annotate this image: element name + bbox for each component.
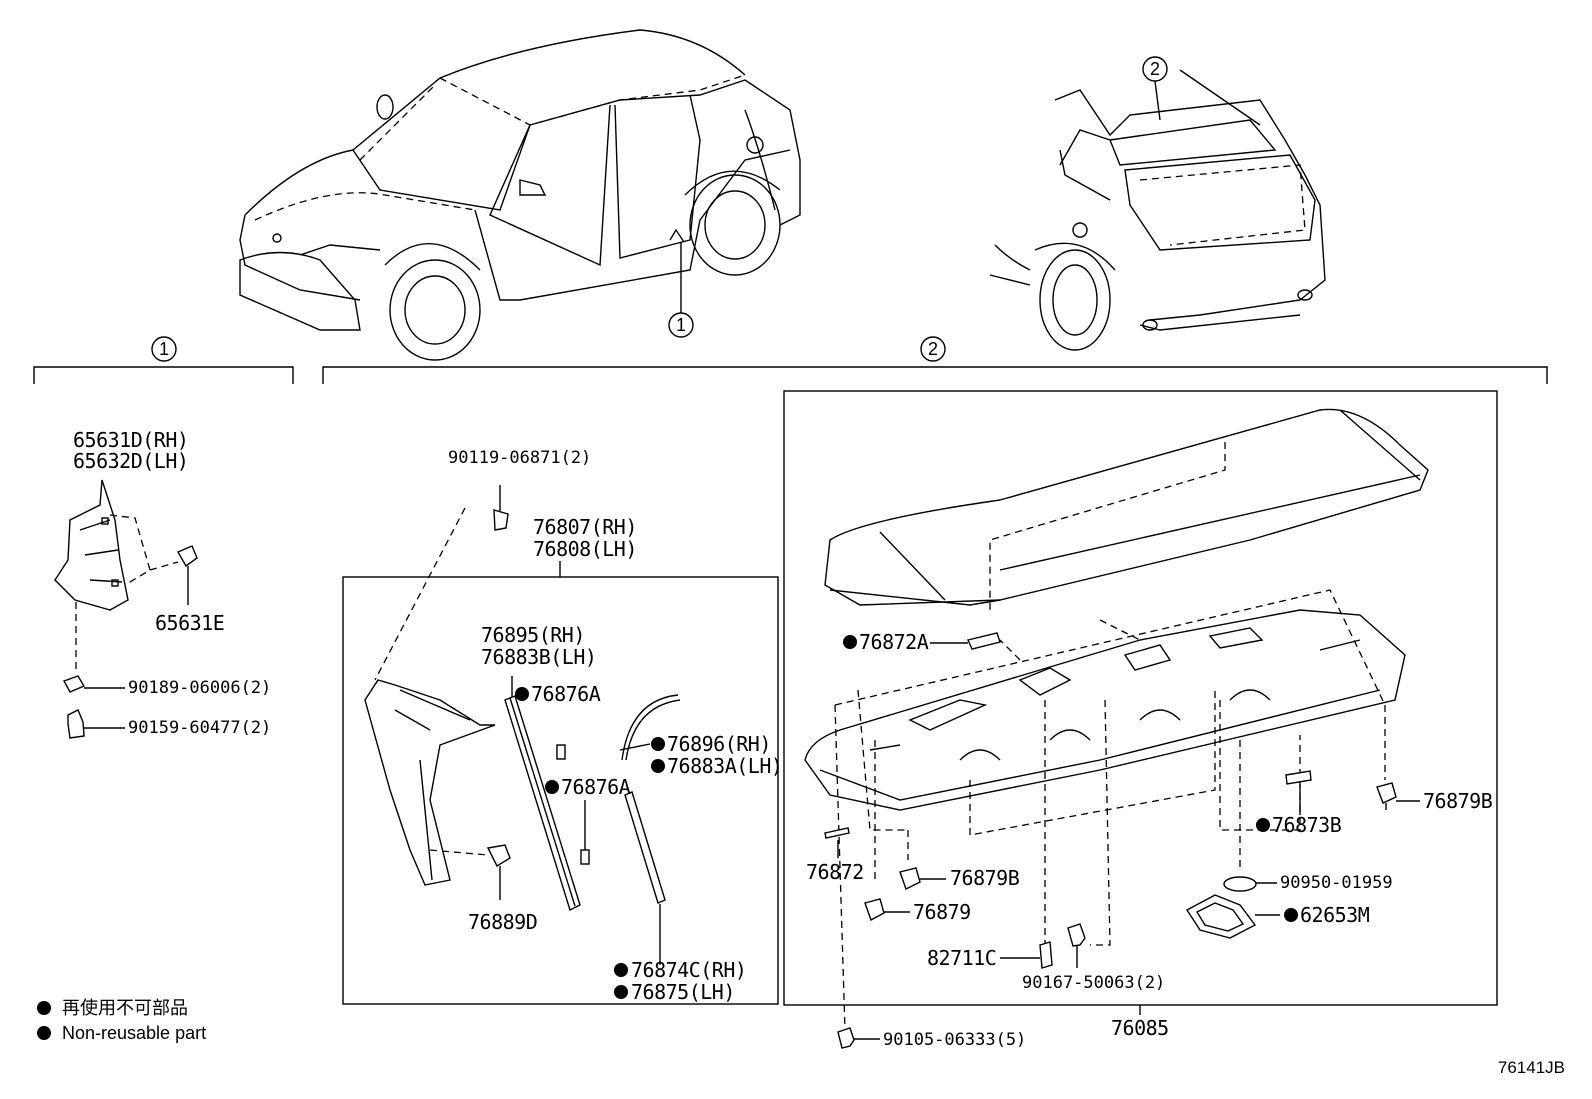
label-90159: 90159-60477(2) xyxy=(128,718,271,738)
label-76883B: 76883B(LH) xyxy=(481,645,596,669)
label-76876A-2: 76876A xyxy=(561,775,631,799)
nonreusable-dot-76896 xyxy=(651,737,665,751)
nonreusable-dot-76872A xyxy=(843,635,857,649)
callout-2-car: 2 xyxy=(1150,59,1160,79)
label-76873B: 76873B xyxy=(1272,813,1342,837)
section-1-circle xyxy=(151,336,177,362)
garnish-drawing xyxy=(364,485,681,965)
label-82711C: 82711C xyxy=(927,946,996,970)
label-65632D: 65632D(LH) xyxy=(73,449,188,473)
callout-1-car: 1 xyxy=(676,315,686,335)
nonreusable-dot-76875 xyxy=(614,985,628,999)
figure-id: 76141JB xyxy=(1498,1058,1565,1077)
label-76879B-right: 76879B xyxy=(1423,789,1493,813)
nonreusable-dot-76883A xyxy=(651,759,665,773)
label-76085: 76085 xyxy=(1111,1016,1169,1040)
label-76872: 76872 xyxy=(806,860,864,884)
label-65631D: 65631D(RH) xyxy=(73,428,188,452)
legend-japanese: 再使用不可部品 xyxy=(62,998,188,1018)
nonreusable-dot-76873B xyxy=(1256,818,1270,832)
label-76807: 76807(RH) xyxy=(533,515,637,539)
label-65631E: 65631E xyxy=(155,611,224,635)
label-76874C: 76874C(RH) xyxy=(631,958,746,982)
label-76875: 76875(LH) xyxy=(631,980,735,1004)
section-bracket-2 xyxy=(322,366,1548,384)
label-62653M: 62653M xyxy=(1300,903,1370,927)
label-76808: 76808(LH) xyxy=(533,537,637,561)
label-76896: 76896(RH) xyxy=(667,732,771,756)
section-1-label: 1 xyxy=(159,339,169,359)
mudguard-drawing xyxy=(54,479,198,739)
section-bracket-1 xyxy=(33,366,294,384)
vehicle-rear-view xyxy=(989,69,1326,351)
label-90119: 90119-06871(2) xyxy=(448,448,591,468)
nonreusable-dot-76874C xyxy=(614,963,628,977)
label-76889D: 76889D xyxy=(468,910,537,934)
label-76876A-1: 76876A xyxy=(531,682,601,706)
label-76895: 76895(RH) xyxy=(481,623,585,647)
label-76879B-lower: 76879B xyxy=(950,866,1020,890)
label-76879: 76879 xyxy=(913,900,971,924)
label-90105: 90105-06333(5) xyxy=(883,1030,1026,1050)
legend-dot-2 xyxy=(37,1026,51,1040)
vehicle-front-view xyxy=(239,29,801,361)
spoiler-drawing xyxy=(804,408,1429,1049)
label-90189: 90189-06006(2) xyxy=(128,678,271,698)
label-76883A: 76883A(LH) xyxy=(667,754,782,778)
callout-2-car-circle xyxy=(1142,56,1168,82)
label-76872A: 76872A xyxy=(859,630,929,654)
nonreusable-dot-62653M xyxy=(1284,908,1298,922)
section-2-label: 2 xyxy=(928,339,938,359)
callout-1-car-circle xyxy=(668,312,694,338)
legend-dot-1 xyxy=(37,1001,51,1015)
legend-english: Non-reusable part xyxy=(62,1023,206,1043)
label-90950: 90950-01959 xyxy=(1280,873,1393,893)
nonreusable-dot-76876A-2 xyxy=(545,780,559,794)
nonreusable-dot-76876A-1 xyxy=(515,687,529,701)
section-2-circle xyxy=(920,336,946,362)
label-90167: 90167-50063(2) xyxy=(1022,973,1165,993)
